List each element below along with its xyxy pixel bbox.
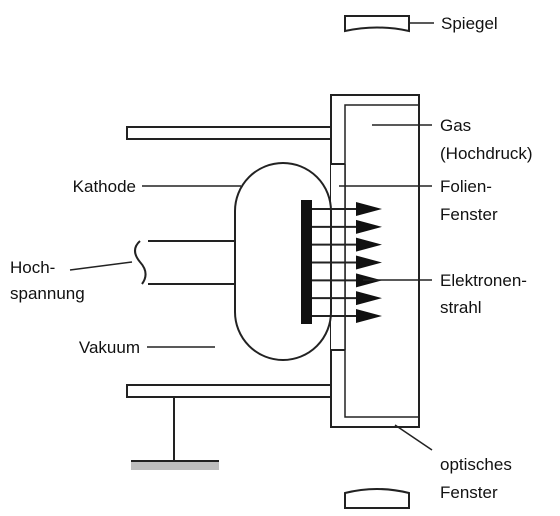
ground-plate (131, 461, 219, 470)
gas-label-line1: Gas (440, 116, 471, 135)
cathode-label: Kathode (73, 177, 136, 196)
vacuum-label: Vakuum (79, 338, 140, 357)
mirror-label: Spiegel (441, 14, 498, 33)
beam-arrow-head (356, 309, 382, 323)
upper-plate (126, 126, 332, 140)
beam-label-line1: Elektronen- (440, 271, 527, 290)
beam-arrow-head (356, 291, 382, 306)
electron-beam (312, 202, 382, 323)
optical-label-line2: Fenster (440, 483, 498, 502)
foil-label-line1: Folien- (440, 177, 492, 196)
hv-leader (69, 261, 133, 271)
high-voltage-cable (134, 240, 243, 285)
top-mirror (344, 15, 410, 33)
beam-arrow-head (356, 202, 382, 216)
optical-leader (394, 424, 433, 451)
beam-arrow-head (356, 237, 382, 252)
beam-arrow-head (356, 255, 382, 270)
beam-label-line2: strahl (440, 298, 482, 317)
lower-plate (126, 384, 332, 398)
bottom-mirror (344, 488, 410, 509)
hv-label-line2: spannung (10, 284, 85, 303)
optical-label-line1: optisches (440, 455, 512, 474)
foil-label-line2: Fenster (440, 205, 498, 224)
gas-label-line2: (Hochdruck) (440, 144, 533, 163)
foil (301, 200, 312, 324)
beam-arrow-head (356, 219, 382, 234)
hv-label-line1: Hoch- (10, 258, 55, 277)
